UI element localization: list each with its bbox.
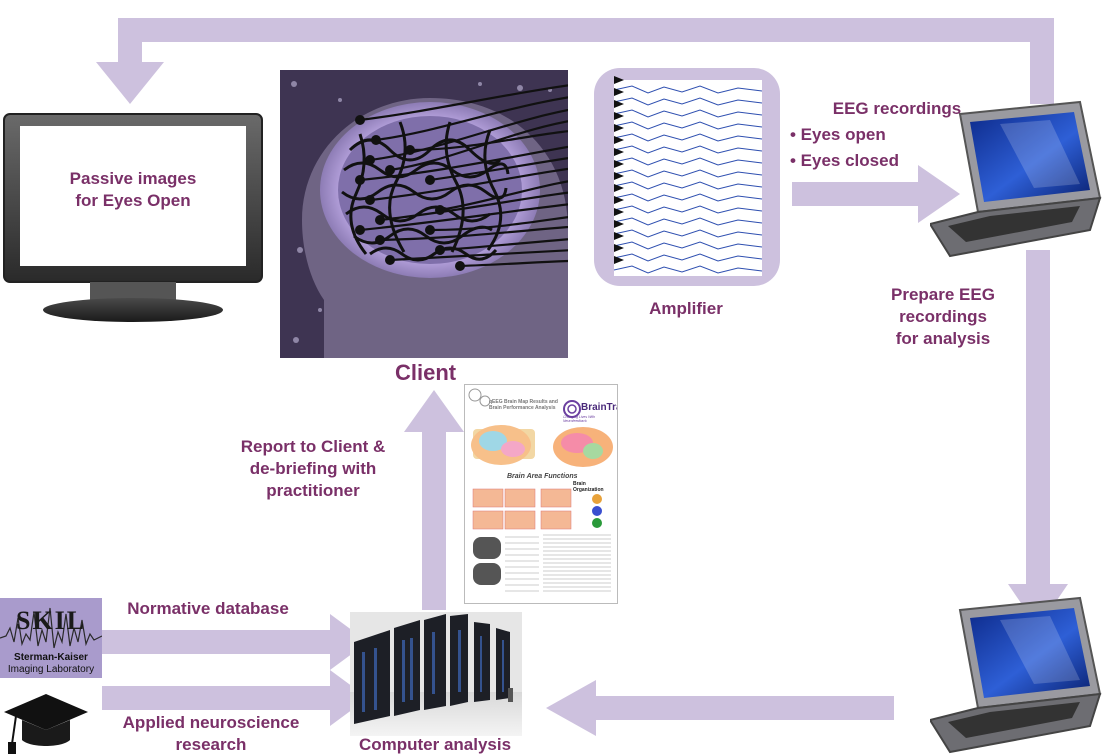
- top-arrow-down-segment: [118, 18, 142, 62]
- report-section-organization: Brain Organization: [573, 481, 604, 493]
- laptop-icon-top: [930, 100, 1102, 258]
- bottom-arrow-head: [546, 680, 596, 736]
- report-title: qEEG Brain Map Results and Brain Perform…: [489, 399, 558, 411]
- prepare-eeg-label: Prepare EEG recordings for analysis: [891, 285, 995, 348]
- report-to-client-label: Report to Client & de-briefing with prac…: [240, 437, 386, 500]
- report-arrow-head: [404, 390, 464, 432]
- amplifier-label: Amplifier: [649, 299, 723, 318]
- report-document: qEEG Brain Map Results and Brain Perform…: [464, 384, 618, 604]
- computer-analysis-label: Computer analysis: [358, 735, 512, 754]
- report-arrow-shaft: [422, 430, 446, 610]
- computer-analysis-image: [350, 612, 522, 736]
- report-brand: BrainTrainUK: [581, 402, 617, 413]
- skil-logo-line1: Sterman-Kaiser: [14, 652, 88, 663]
- report-section-functions: Brain Area Functions: [507, 473, 578, 480]
- normative-arrow-shaft: [102, 630, 334, 654]
- applied-arrow-head: [330, 670, 368, 726]
- eeg-item-eyes-closed: • Eyes closed: [790, 151, 899, 170]
- skil-logo-name: SKIL: [16, 606, 87, 635]
- normative-arrow-head: [330, 614, 368, 670]
- eeg-arrow-head: [918, 165, 960, 223]
- eeg-item-eyes-open: • Eyes open: [790, 125, 886, 144]
- amplifier-image: [594, 68, 780, 286]
- client-head-image: [280, 70, 568, 358]
- laptop-icon-bottom: [930, 596, 1102, 754]
- skil-logo-graphic: [0, 607, 102, 649]
- client-label: Client: [395, 360, 457, 385]
- report-document-graphics: [468, 388, 613, 592]
- passive-images-label: Passive images for Eyes Open: [69, 169, 197, 210]
- monitor-icon: [3, 113, 263, 322]
- top-arrow-head: [96, 62, 164, 104]
- right-arrow-shaft: [1026, 250, 1050, 586]
- applied-arrow-shaft: [102, 686, 334, 710]
- applied-research-label: Applied neuroscience research: [122, 713, 300, 754]
- skil-logo: SKIL Sterman-Kaiser Imaging Laboratory: [0, 598, 102, 678]
- graduation-cap-icon: [4, 694, 88, 754]
- top-arrow-horizontal-segment: [118, 18, 1054, 42]
- report-tagline: Changing Lives With Neurofeedback: [563, 415, 596, 423]
- normative-database-label: Normative database: [127, 599, 289, 618]
- eeg-arrow-shaft: [792, 182, 920, 206]
- skil-logo-line2: Imaging Laboratory: [7, 664, 95, 675]
- eeg-recordings-title: EEG recordings: [832, 99, 962, 118]
- bottom-arrow-shaft: [594, 696, 894, 720]
